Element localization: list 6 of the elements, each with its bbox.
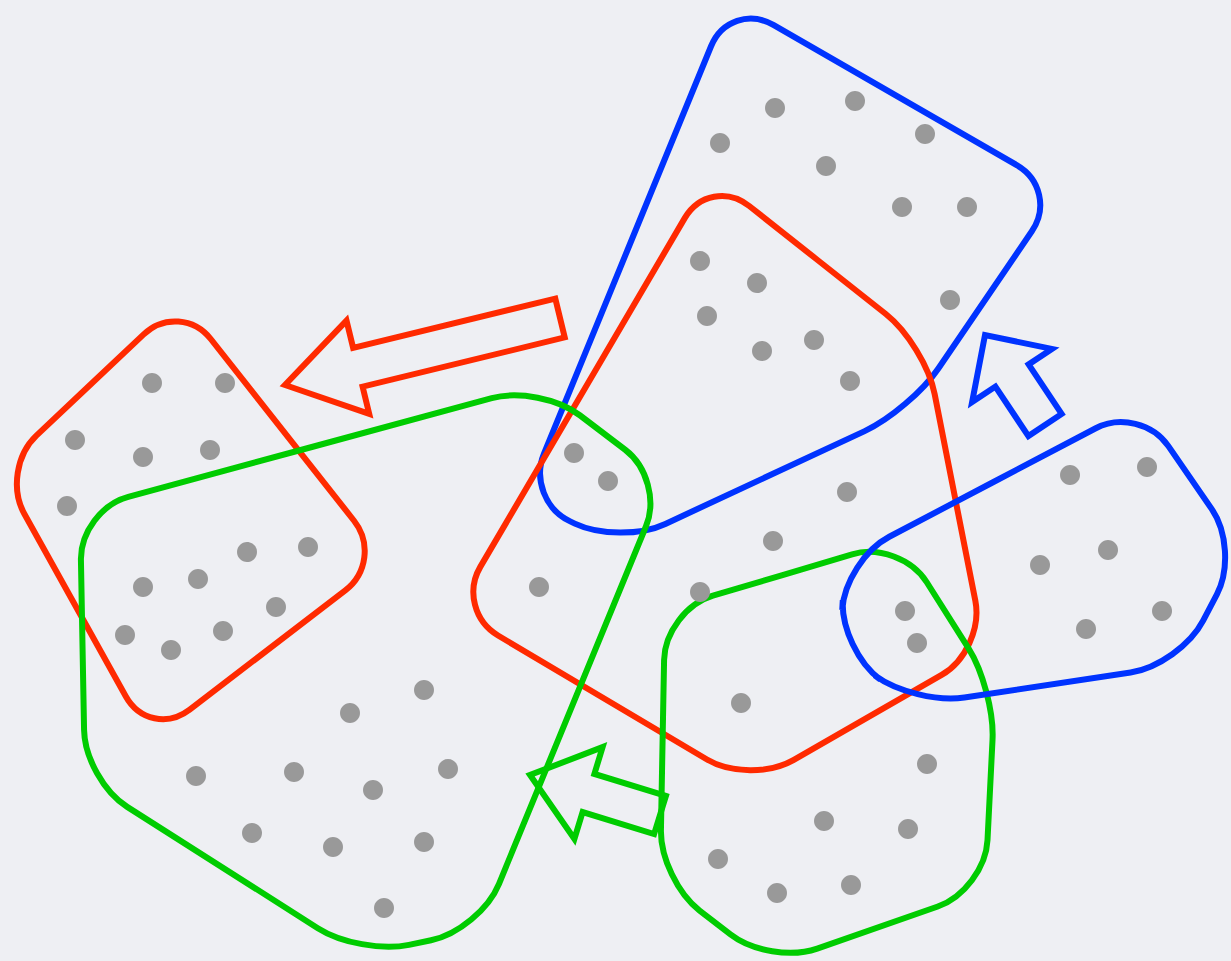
blob [537,15,1044,536]
blob [77,392,654,950]
blob [839,419,1229,702]
blob [657,549,996,956]
blob [14,318,368,723]
blob [470,193,980,774]
